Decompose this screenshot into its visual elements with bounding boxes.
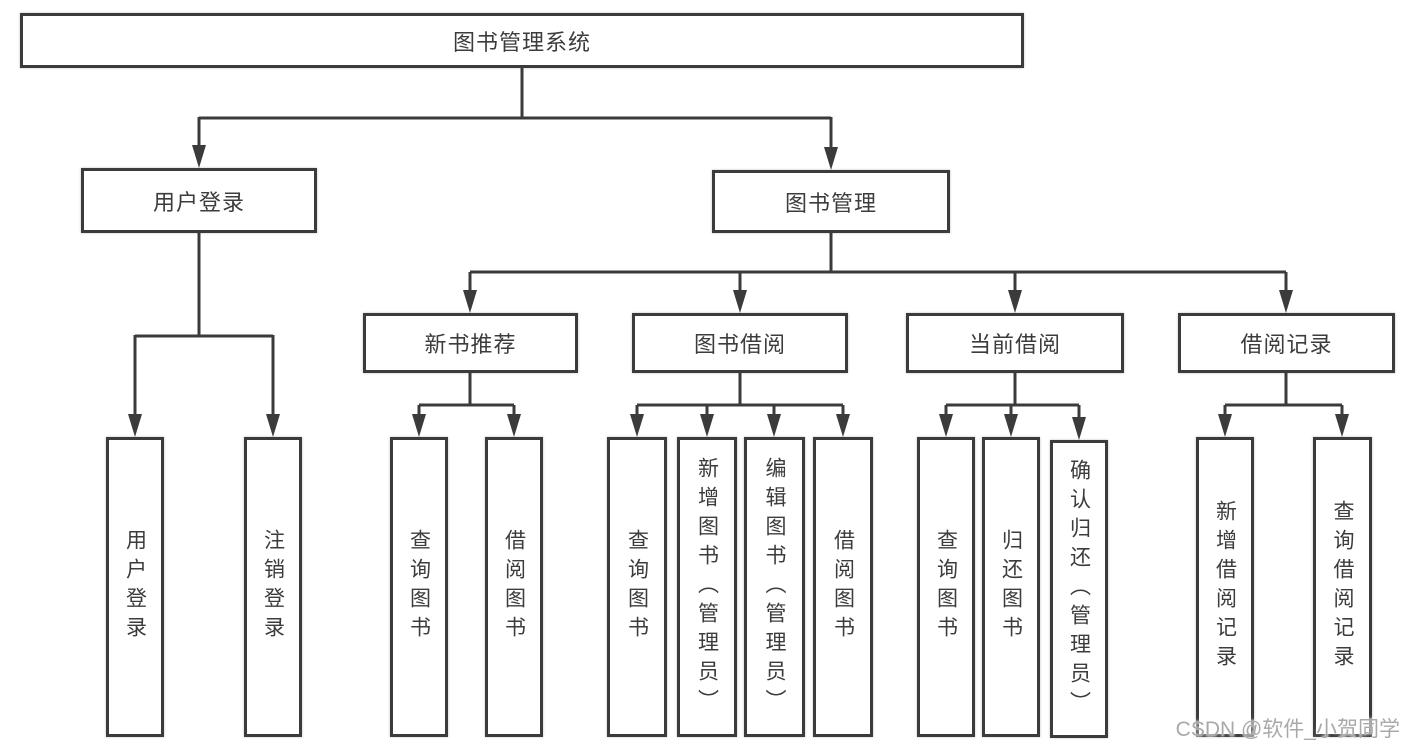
leaf-logout-label: 注销登录 (261, 529, 285, 645)
leaf-rec-borrow-book-label: 借阅图书 (502, 529, 526, 645)
node-root: 图书管理系统 (20, 13, 1024, 68)
leaf-borrow-add-book: 新增图书（管理员） (677, 437, 737, 737)
node-book-borrow-label: 图书借阅 (693, 332, 786, 357)
leaf-borrow-query-book-label: 查询图书 (625, 529, 649, 645)
leaf-records-add-record-label: 新增借阅记录 (1213, 500, 1237, 674)
node-root-label: 图书管理系统 (452, 29, 591, 55)
node-book-borrow: 图书借阅 (632, 313, 848, 373)
node-book-mgmt-label: 图书管理 (784, 190, 877, 216)
leaf-rec-borrow-book: 借阅图书 (485, 437, 543, 737)
csdn-watermark: CSDN @软件_小贺同学 (1175, 718, 1400, 741)
leaf-user-login-label: 用户登录 (123, 529, 147, 645)
leaf-current-return-book: 归还图书 (982, 437, 1040, 737)
leaf-records-query-record: 查询借阅记录 (1313, 437, 1372, 737)
node-user-login: 用户登录 (81, 168, 317, 233)
leaf-borrow-query-book: 查询图书 (607, 437, 667, 737)
leaf-logout: 注销登录 (244, 437, 302, 737)
leaf-current-query-book-label: 查询图书 (934, 529, 958, 645)
leaf-borrow-edit-book: 编辑图书（管理员） (744, 437, 805, 737)
arrowheads (128, 145, 1349, 440)
connector-stems (133, 68, 1344, 422)
leaf-records-add-record: 新增借阅记录 (1196, 437, 1254, 737)
leaf-borrow-add-book-label: 新增图书（管理员） (695, 456, 719, 718)
node-borrow-records-label: 借阅记录 (1240, 332, 1333, 357)
node-current-borrow-label: 当前借阅 (968, 332, 1061, 357)
leaf-records-query-record-label: 查询借阅记录 (1331, 500, 1354, 674)
node-current-borrow: 当前借阅 (906, 313, 1124, 373)
node-new-book-rec-label: 新书推荐 (424, 332, 517, 357)
leaf-current-confirm-return-label: 确认归还（管理员） (1067, 458, 1091, 720)
leaf-current-confirm-return: 确认归还（管理员） (1050, 440, 1108, 738)
leaf-borrow-edit-book-label: 编辑图书（管理员） (763, 456, 786, 718)
node-user-login-label: 用户登录 (152, 189, 245, 215)
leaf-rec-query-book: 查询图书 (390, 437, 448, 737)
leaf-borrow-borrow-book: 借阅图书 (813, 437, 873, 737)
leaf-user-login: 用户登录 (106, 437, 164, 737)
node-book-mgmt: 图书管理 (712, 170, 950, 233)
leaf-current-query-book: 查询图书 (917, 437, 975, 737)
node-new-book-rec: 新书推荐 (363, 313, 578, 373)
node-borrow-records: 借阅记录 (1178, 313, 1395, 373)
leaf-borrow-borrow-book-label: 借阅图书 (831, 529, 855, 645)
leaf-rec-query-book-label: 查询图书 (407, 529, 431, 645)
leaf-current-return-book-label: 归还图书 (999, 529, 1023, 645)
